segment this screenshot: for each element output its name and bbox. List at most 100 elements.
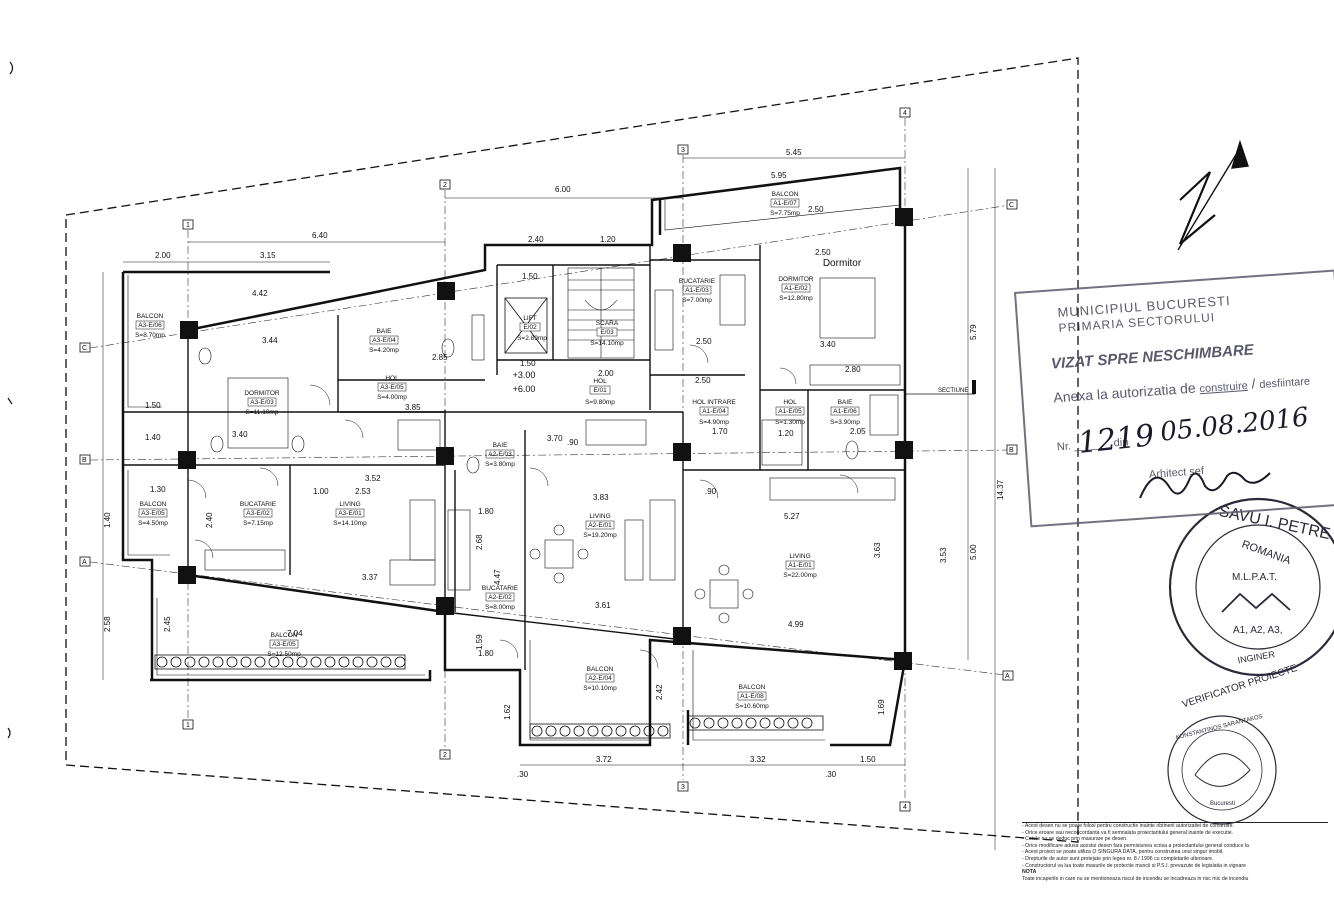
- room-a3e05b-area: S=4.50mp: [138, 520, 168, 527]
- dim-499: 4.99: [788, 620, 804, 629]
- room-a1e04-area: S=4.90mp: [699, 419, 729, 426]
- dim-250d: 2.50: [815, 248, 831, 257]
- seal2-city: Bucuresti: [1210, 801, 1235, 807]
- axis-a-right: A: [1005, 673, 1010, 680]
- room-a1e03-area: S=7.00mp: [682, 297, 712, 304]
- dim-1437: 14.37: [996, 479, 1005, 500]
- stamp-nr-label: Nr.: [1056, 440, 1072, 454]
- room-a1e06-area: S=3.90mp: [830, 419, 860, 426]
- dimension-texts: 6.40 6.00 5.45 5.95 2.50 2.00 3.15 4.42 …: [103, 148, 1005, 779]
- dim-140b: 1.40: [103, 512, 112, 528]
- dim-332: 3.32: [750, 755, 766, 764]
- dim-285: 2.85: [432, 353, 448, 362]
- room-a2e02-name: BUCATARIE: [482, 585, 519, 592]
- dim-268: 2.68: [475, 534, 484, 550]
- room-a1e07-area: S=7.75mp: [770, 210, 800, 217]
- dim-140: 1.40: [145, 433, 161, 442]
- dim-150c: 1.50: [145, 401, 161, 410]
- furniture: [198, 274, 901, 624]
- note-line: - Acest desen nu se poate folosi pentru …: [1022, 823, 1234, 829]
- axis-1-top: 1: [186, 222, 190, 229]
- dim-250c: 2.50: [695, 376, 711, 385]
- axis-3-bottom: 3: [681, 784, 685, 791]
- dim-180a: 1.80: [478, 507, 494, 516]
- dim-200b: 2.00: [598, 369, 614, 378]
- room-a1e08-name: BALCON: [739, 684, 766, 691]
- room-hol-name: HOL: [593, 378, 607, 385]
- room-a1e01-code: A1-E/01: [788, 562, 812, 569]
- room-a1e07-name: BALCON: [772, 191, 799, 198]
- room-a2e01-name: LIVING: [589, 513, 610, 520]
- room-a1e03-name: BUCATARIE: [679, 278, 716, 285]
- room-a3e06-code: A3-E/06: [138, 322, 162, 329]
- axis-4-top: 4: [903, 110, 907, 117]
- dim-090b: .90: [705, 487, 717, 496]
- axis-2-bottom: 2: [443, 752, 447, 759]
- stamp-line4a: Anexa la autorizatia de: [1052, 379, 1197, 406]
- north-arrow-icon: [1177, 139, 1249, 251]
- dim-361: 3.61: [595, 601, 611, 610]
- dim-150d: 1.50: [520, 359, 536, 368]
- dim-240b: 2.40: [205, 512, 214, 528]
- dim-030a: .30: [517, 770, 529, 779]
- balcony-railings: [127, 200, 901, 741]
- note-line: - Orice eroare sau neconcordanta va fi s…: [1022, 829, 1234, 836]
- axis-markers: 1 1 2 2 3 3 4 4 A A B B C C: [79, 107, 1018, 812]
- dim-344: 3.44: [262, 336, 278, 345]
- structural-columns: [178, 208, 913, 670]
- room-a2e03-code: A2-E/03: [488, 451, 512, 458]
- stamp-line4c: desfiintare: [1258, 375, 1311, 392]
- dim-579: 5.79: [969, 324, 978, 340]
- dim-250: 2.50: [808, 205, 824, 214]
- room-a2e03-name: BAIE: [493, 442, 508, 449]
- door-swings: [187, 344, 859, 669]
- dim-595: 5.95: [771, 171, 787, 180]
- dim-258: 2.58: [103, 616, 112, 632]
- dim-370: 3.70: [547, 434, 563, 443]
- room-a1e04-name: HOL INTRARE: [692, 399, 736, 406]
- room-a3e03-name: DORMITOR: [244, 390, 280, 397]
- stamp-line3: VIZAT SPRE NESCHIMBARE: [1050, 341, 1255, 373]
- room-lift-name: LIFT: [523, 315, 536, 322]
- dim-030b: .30: [825, 770, 837, 779]
- dim-130: 1.30: [150, 485, 166, 494]
- room-a3e04-area: S=4.20mp: [369, 347, 399, 354]
- room-labels: BALCON A3-E/06 S=8.70mp DORMITOR A3-E/03…: [135, 191, 862, 710]
- room-a3e01-area: S=14.10mp: [333, 520, 367, 527]
- room-a1e07-code: A1-E/07: [773, 200, 797, 207]
- margin-marks: [7, 61, 14, 739]
- room-a2e04-area: S=10.10mp: [583, 685, 617, 692]
- room-a1e05-area: S=1.30mp: [775, 419, 805, 426]
- room-a3e03-code: A3-E/03: [250, 399, 274, 406]
- room-a3e03-area: S=11.10mp: [246, 409, 279, 416]
- room-a1e06-code: A1-E/06: [833, 408, 857, 415]
- axis-grid: [89, 118, 1011, 800]
- site-boundary: [65, 57, 1079, 843]
- note-line: - Drepturile de autor sunt protejate pri…: [1022, 855, 1214, 862]
- dim-180b: 1.80: [478, 649, 494, 658]
- room-a3e02-code: A3-E/02: [246, 510, 270, 517]
- room-scara-area: S=14.10mp: [590, 340, 624, 347]
- room-a3e05bal-name: BALCON: [271, 632, 298, 639]
- note-line: - Acest proiect se poate utiliza O SINGU…: [1022, 849, 1224, 856]
- dim-245: 2.45: [163, 616, 172, 632]
- seal-title: INGINER: [1237, 649, 1276, 665]
- axis-3-top: 3: [681, 147, 685, 154]
- room-hol-code: E/01: [593, 387, 607, 394]
- dim-242: 2.42: [655, 684, 664, 700]
- room-a1e02-area: S=12.80mp: [779, 295, 813, 302]
- room-a3e01-name: LIVING: [339, 501, 360, 508]
- dim-162: 1.62: [503, 704, 512, 720]
- room-a2e02-area: S=8.00mp: [485, 604, 515, 611]
- dim-545: 5.45: [786, 148, 802, 157]
- room-a1e08-area: S=10.60mp: [735, 703, 769, 710]
- dim-340b: 3.40: [820, 340, 836, 349]
- axis-b-right: B: [1009, 447, 1014, 454]
- dim-500: 5.00: [969, 544, 978, 560]
- axis-1-bottom: 1: [186, 722, 190, 729]
- room-lift-area: S=2.89mp: [517, 335, 547, 342]
- section-mark: SECTIUNE: [905, 380, 976, 395]
- dim-600: 6.00: [555, 185, 571, 194]
- room-a3e05bal-code: A3-E/05: [272, 641, 296, 648]
- seal-country: ROMANIA: [1240, 538, 1293, 567]
